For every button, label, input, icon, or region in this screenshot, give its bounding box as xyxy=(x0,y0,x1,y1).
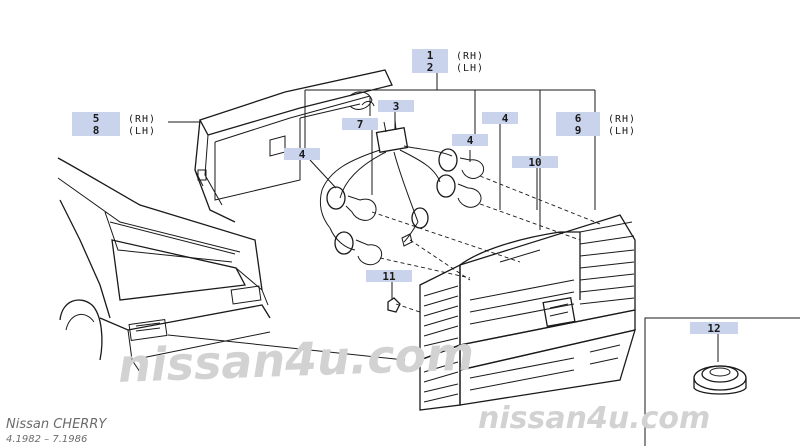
callout-2[interactable]: 2 (LH) xyxy=(412,61,484,74)
callout-number: 12 xyxy=(707,322,720,335)
callout-12[interactable]: 12 xyxy=(690,322,738,335)
wiring-harness xyxy=(319,119,485,313)
callout-number: 7 xyxy=(357,118,364,131)
callout-number: 9 xyxy=(575,124,582,137)
callout-8[interactable]: 8 (LH) xyxy=(72,124,156,137)
callout-number: 4 xyxy=(502,112,509,125)
callout-4-right[interactable]: 4 xyxy=(482,112,518,125)
model-caption: Nissan CHERRY xyxy=(6,417,107,432)
callout-side: (LH) xyxy=(456,63,484,74)
callout-number: 6 xyxy=(575,112,582,125)
callout-3[interactable]: 3 xyxy=(378,100,414,113)
callout-number: 1 xyxy=(427,49,434,62)
callout-number: 3 xyxy=(393,100,400,113)
callout-1[interactable]: 1 (RH) xyxy=(412,49,484,62)
callout-number: 4 xyxy=(467,134,474,147)
callout-side: (LH) xyxy=(128,126,156,137)
callout-number: 11 xyxy=(382,270,396,283)
model-dates: 4.1982 – 7.1986 xyxy=(6,434,87,445)
callout-side: (RH) xyxy=(608,114,636,125)
callout-side: (RH) xyxy=(456,51,484,62)
callout-11[interactable]: 11 xyxy=(366,270,412,283)
callout-5[interactable]: 5 (RH) xyxy=(72,112,156,125)
callout-number: 10 xyxy=(528,156,541,169)
center-watermark: nissan4u.com xyxy=(117,326,475,392)
callout-7[interactable]: 7 xyxy=(342,118,378,131)
callout-number: 4 xyxy=(299,148,306,161)
rear-combination-lamp xyxy=(371,175,636,411)
callout-side: (LH) xyxy=(608,126,636,137)
callout-side: (RH) xyxy=(128,114,156,125)
callout-number: 8 xyxy=(93,124,100,137)
corner-watermark: nissan4u.com xyxy=(478,401,710,436)
callout-9[interactable]: 9 (LH) xyxy=(556,124,636,137)
callout-6[interactable]: 6 (RH) xyxy=(556,112,636,125)
car-body-illustration xyxy=(57,157,406,373)
callout-4-middle[interactable]: 4 xyxy=(452,134,488,147)
callout-number: 5 xyxy=(93,112,100,125)
callout-4-left[interactable]: 4 xyxy=(284,148,320,161)
callout-10[interactable]: 10 xyxy=(512,156,558,169)
callout-number: 2 xyxy=(427,61,434,74)
lamp-housing-panel xyxy=(194,69,393,223)
grommet-part-12 xyxy=(693,365,747,395)
